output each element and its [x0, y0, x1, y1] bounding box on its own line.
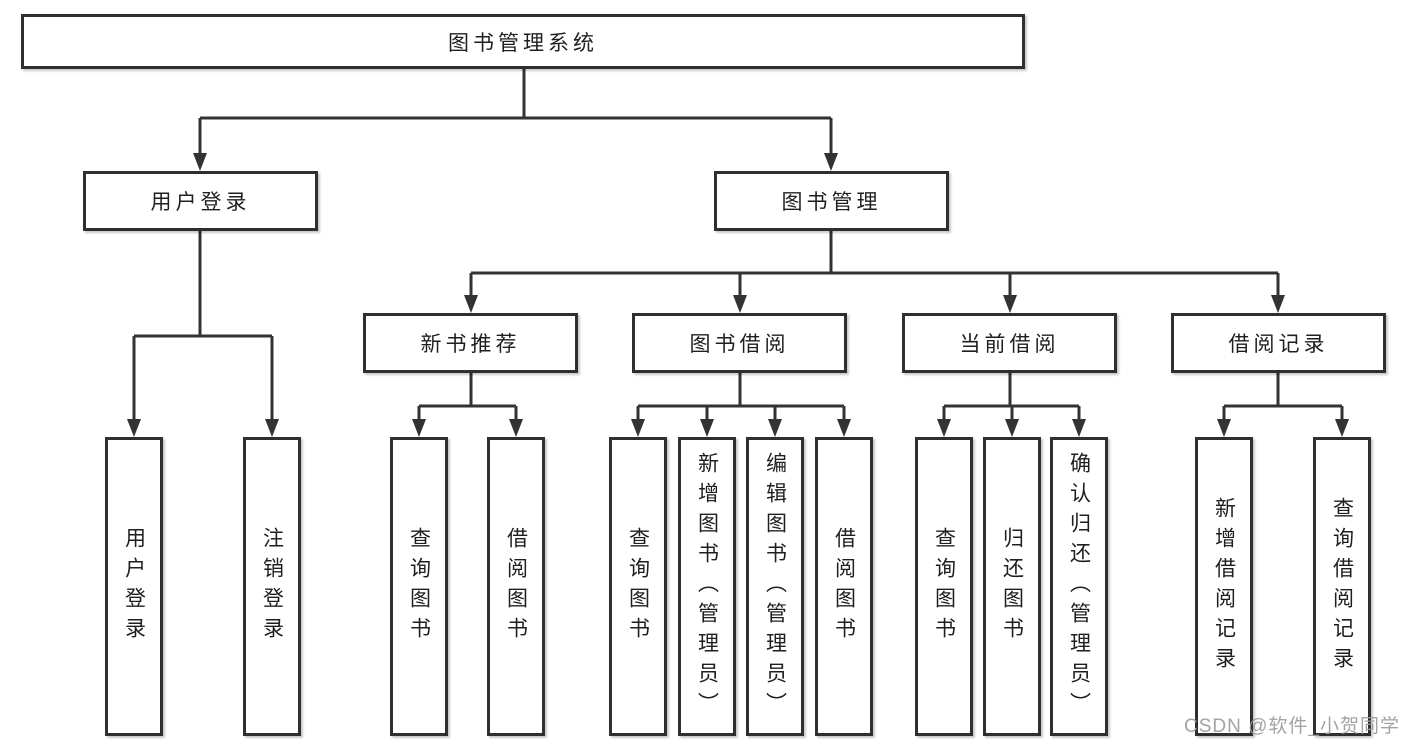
edges-book-borrowing: [631, 373, 851, 437]
arrowhead: [509, 419, 523, 437]
node-current-borrowing: 当前借阅: [902, 313, 1117, 373]
node-branch-book-management: 图书管理: [714, 171, 949, 231]
arrowhead: [700, 419, 714, 437]
arrowhead: [127, 419, 141, 437]
arrowhead: [1271, 295, 1285, 313]
arrowhead: [1335, 419, 1349, 437]
arrowhead: [265, 419, 279, 437]
arrowhead: [631, 419, 645, 437]
leaf-query-books-recommend: 查询图书: [390, 437, 448, 736]
arrowhead: [412, 419, 426, 437]
leaf-add-book-admin: 新增图书（管理员）: [678, 437, 736, 736]
arrowhead: [1217, 419, 1231, 437]
arrowhead: [1005, 419, 1019, 437]
leaf-logout: 注销登录: [243, 437, 301, 736]
leaf-borrow-books-borrowing: 借阅图书: [815, 437, 873, 736]
node-branch-user-login: 用户登录: [83, 171, 318, 231]
leaf-borrow-books-recommend: 借阅图书: [487, 437, 545, 736]
edges-current-borrowing: [937, 373, 1086, 437]
leaf-query-borrow-record: 查询借阅记录: [1313, 437, 1371, 736]
arrowhead: [937, 419, 951, 437]
leaf-query-books-current: 查询图书: [915, 437, 973, 736]
edges-new-book-recommend: [412, 373, 523, 437]
node-borrowing-records: 借阅记录: [1171, 313, 1386, 373]
node-new-book-recommend: 新书推荐: [363, 313, 578, 373]
leaf-confirm-return-admin: 确认归还（管理员）: [1050, 437, 1108, 736]
arrowhead: [768, 419, 782, 437]
leaf-edit-book-admin: 编辑图书（管理员）: [746, 437, 804, 736]
arrowhead: [733, 295, 747, 313]
arrowhead: [824, 153, 838, 171]
node-book-borrowing: 图书借阅: [632, 313, 847, 373]
edges-root-to-level2: [193, 69, 838, 171]
arrowhead: [193, 153, 207, 171]
edges-user-login-branch: [127, 231, 279, 437]
csdn-watermark: CSDN @软件_小贺同学: [1184, 716, 1400, 737]
edges-book-management-branch: [464, 231, 1285, 313]
leaf-add-borrow-record: 新增借阅记录: [1195, 437, 1253, 736]
arrowhead: [837, 419, 851, 437]
arrowhead: [464, 295, 478, 313]
node-root: 图书管理系统: [21, 14, 1025, 69]
arrowhead: [1072, 419, 1086, 437]
leaf-query-books-borrowing: 查询图书: [609, 437, 667, 736]
leaf-return-books: 归还图书: [983, 437, 1041, 736]
edges-borrowing-records: [1217, 373, 1349, 437]
leaf-user-login: 用户登录: [105, 437, 163, 736]
arrowhead: [1003, 295, 1017, 313]
